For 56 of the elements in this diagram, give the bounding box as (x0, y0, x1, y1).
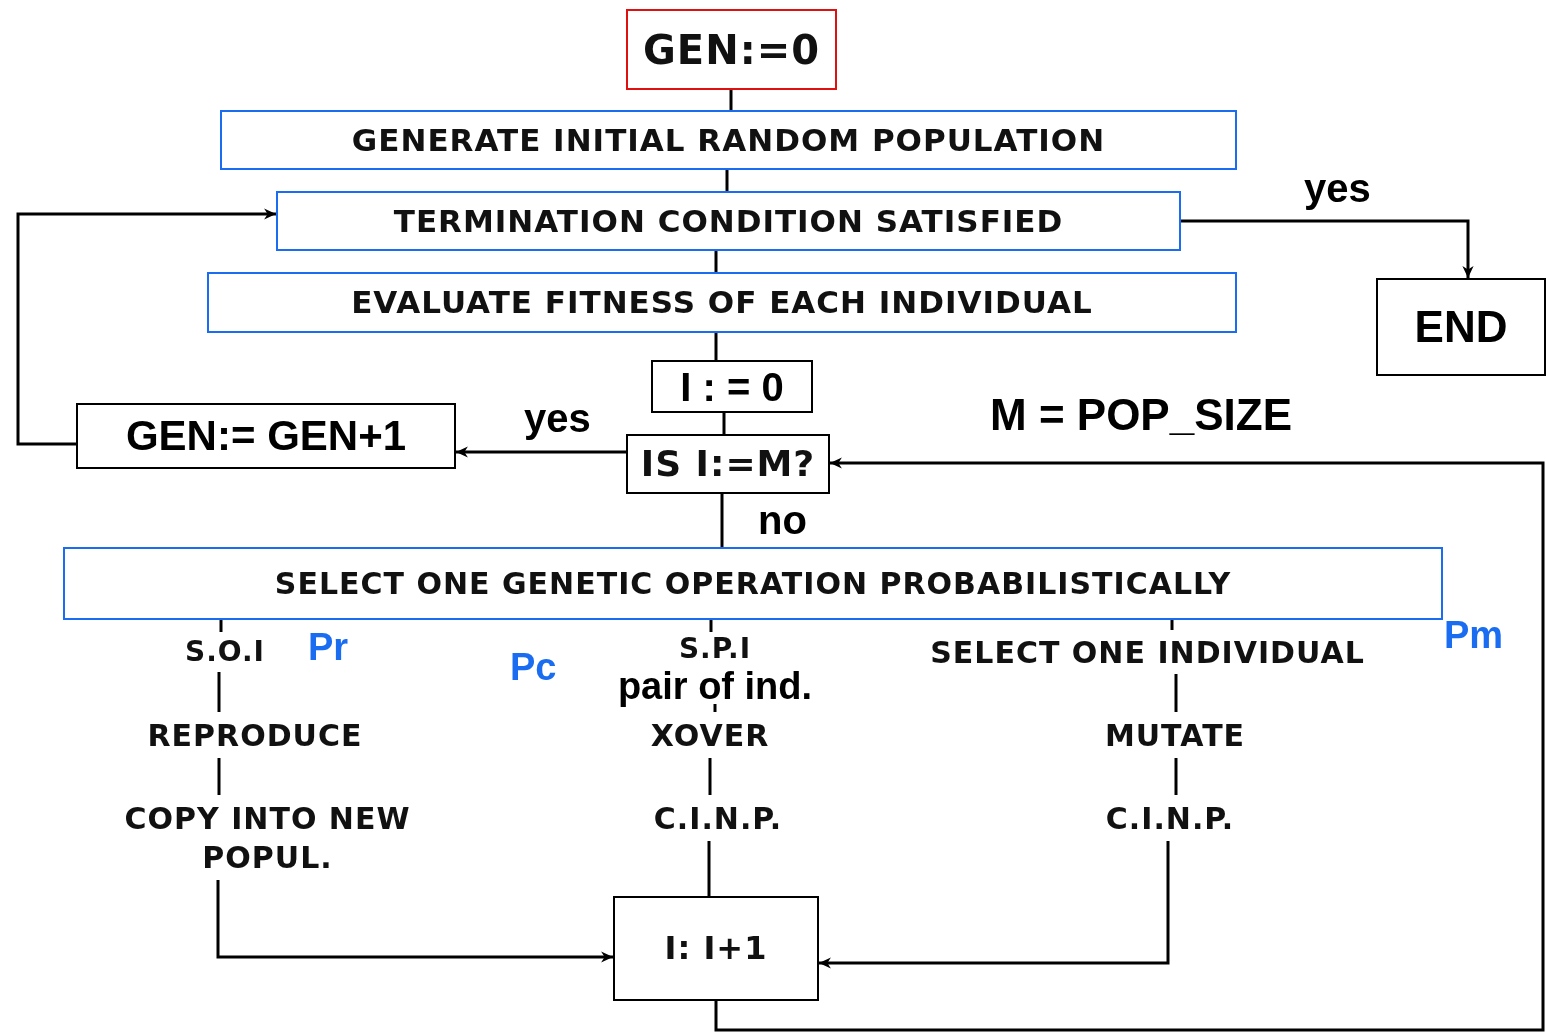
connector-line (708, 758, 712, 795)
process-box (651, 360, 813, 413)
process-box (63, 547, 1443, 620)
step-label: COPY INTO NEW POPUL. (123, 799, 412, 877)
connector-line (722, 413, 726, 434)
step-label: XOVER (650, 716, 770, 755)
probability-label: Pm (1444, 614, 1504, 657)
step-label: REPRODUCE (147, 716, 363, 755)
connector-line (217, 758, 221, 795)
probability-label: Pc (510, 646, 557, 689)
box-label: GEN:= GEN+1 (125, 410, 407, 461)
box-label: IS I:=M? (640, 441, 816, 486)
connector-line (714, 333, 718, 360)
process-box (76, 403, 456, 469)
box-label: SELECT ONE GENETIC OPERATION PROBABILISTICALLY (274, 565, 1232, 603)
step-label: C.I.N.P. (653, 799, 783, 838)
note-text: M = POP_SIZE (990, 390, 1292, 440)
process-box (1376, 278, 1546, 376)
box-label: EVALUATE FITNESS OF EACH INDIVIDUAL (351, 283, 1093, 323)
connector-line (219, 620, 223, 632)
decision-box (626, 434, 830, 494)
connector-line (1170, 620, 1174, 630)
process-box (613, 896, 819, 1001)
note-text: pair of ind. (617, 667, 813, 706)
box-label: GENERATE INITIAL RANDOM POPULATION (351, 120, 1106, 160)
step-label: C.I.N.P. (1105, 799, 1235, 838)
box-label: TERMINATION CONDITION SATISFIED (393, 201, 1064, 241)
box-label: GEN:=0 (643, 25, 820, 75)
box-label: END (1414, 301, 1508, 354)
connector-line (709, 620, 713, 632)
arrow (819, 841, 1170, 969)
process-box (276, 191, 1181, 251)
box-label: I: I+1 (664, 927, 768, 969)
connector-line (713, 704, 717, 712)
step-label: S.O.I (184, 633, 265, 670)
process-box (220, 110, 1237, 170)
connector-line (217, 672, 221, 712)
arrow (714, 457, 1545, 1032)
step-label: SELECT ONE INDIVIDUAL (930, 633, 1365, 672)
arrow (216, 880, 613, 963)
connector-line (714, 251, 718, 272)
arrow (1181, 219, 1474, 278)
process-box (207, 272, 1237, 333)
probability-label: Pr (308, 626, 349, 669)
connector-line (1174, 674, 1178, 712)
step-label: S.P.I (678, 630, 752, 667)
connector-line (729, 90, 733, 110)
start-box (626, 9, 837, 90)
step-label: MUTATE (1104, 716, 1246, 755)
arrow (16, 208, 276, 446)
box-label: I : = 0 (680, 363, 784, 411)
connector-line (725, 170, 729, 191)
connector-line (720, 494, 724, 547)
connector-line (1174, 758, 1178, 795)
connector-line (707, 841, 711, 896)
arrow (456, 446, 626, 458)
